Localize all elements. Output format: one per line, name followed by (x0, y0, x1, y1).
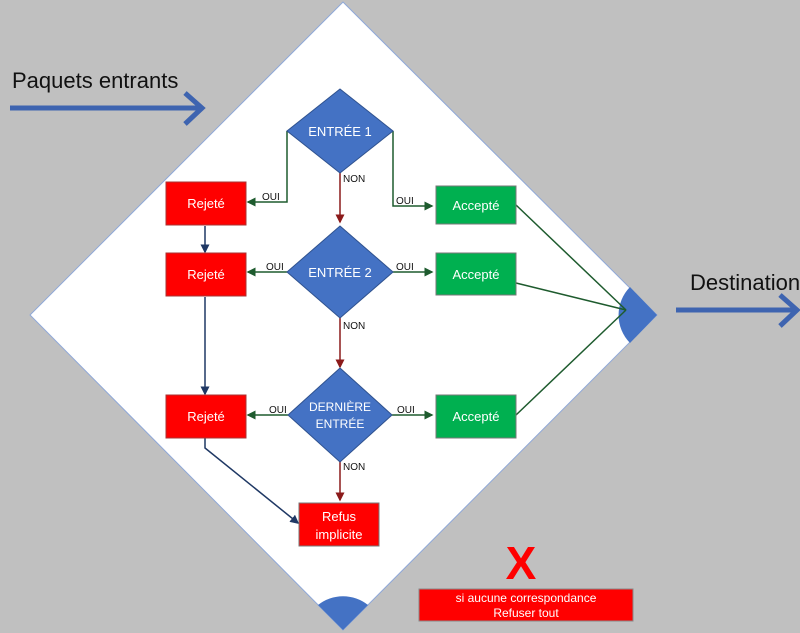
decision-2-label: ENTRÉE 2 (308, 265, 372, 280)
rejected-box-1: Rejeté (165, 181, 247, 226)
decision-3-label-line2: ENTRÉE (316, 416, 365, 431)
svg-text:si aucune correspondance: si aucune correspondance (456, 591, 597, 605)
outgoing-arrow-icon (676, 293, 800, 328)
svg-text:Rejeté: Rejeté (187, 409, 225, 424)
svg-text:Accepté: Accepté (453, 198, 500, 213)
yes-label-1-right: OUI (396, 196, 414, 207)
no-label-3: NON (343, 462, 365, 473)
yes-label-2-left: OUI (266, 262, 284, 273)
yes-label-2-right: OUI (396, 262, 414, 273)
svg-text:Accepté: Accepté (453, 267, 500, 282)
rejected-box-3: Rejeté (165, 394, 247, 439)
deny-note: si aucune correspondance Refuser tout (418, 588, 634, 622)
decision-1: ENTRÉE 1 (286, 88, 394, 174)
svg-text:Refus: Refus (322, 509, 356, 524)
no-label-1: NON (343, 174, 365, 185)
decision-3-label-line1: DERNIÈRE (309, 399, 371, 414)
svg-text:Refuser tout: Refuser tout (493, 606, 559, 620)
decision-1-label: ENTRÉE 1 (308, 124, 372, 139)
svg-text:Rejeté: Rejeté (187, 196, 225, 211)
incoming-packets-label: Paquets entrants (12, 68, 178, 93)
yes-line-1-left (246, 131, 288, 207)
yes-line-1-right (392, 131, 434, 211)
accepted-to-exit-lines (515, 204, 627, 416)
yes-label-1-left: OUI (262, 192, 280, 203)
incoming-arrow-icon (10, 91, 206, 126)
destination-label: Destination (690, 270, 800, 295)
rejected-box-2: Rejeté (165, 252, 247, 297)
svg-text:Accepté: Accepté (453, 409, 500, 424)
accepted-box-2: Accepté (435, 252, 517, 296)
bottom-gate-icon (318, 596, 368, 630)
svg-text:implicite: implicite (316, 527, 363, 542)
accepted-box-3: Accepté (435, 394, 517, 439)
exit-gate-icon (618, 287, 657, 343)
svg-text:Rejeté: Rejeté (187, 267, 225, 282)
deny-x-icon: X (506, 537, 537, 589)
decision-3: DERNIÈRE ENTRÉE (287, 367, 393, 463)
implicit-deny-box: Refus implicite (298, 502, 380, 547)
decision-2: ENTRÉE 2 (286, 225, 394, 319)
reject-chain-lines (200, 226, 300, 524)
accepted-box-1: Accepté (435, 185, 517, 225)
yes-label-3-right: OUI (397, 405, 415, 416)
yes-label-3-left: OUI (269, 405, 287, 416)
no-label-2: NON (343, 321, 365, 332)
